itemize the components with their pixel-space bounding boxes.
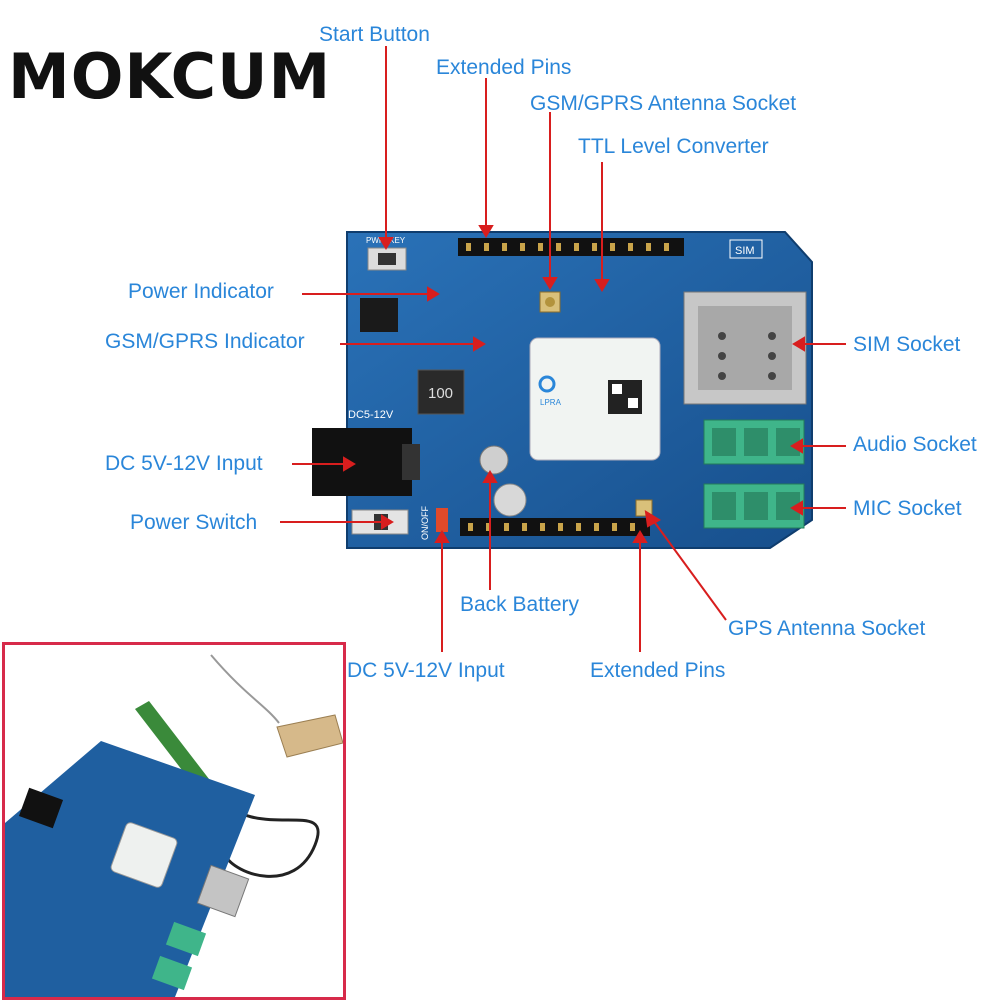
antenna-cable [215, 794, 320, 878]
label-extended-pins-bottom: Extended Pins [590, 659, 726, 682]
brand-logo: MOKCUM [8, 40, 332, 113]
bottom-header [460, 518, 650, 536]
label-back-battery: Back Battery [460, 593, 580, 616]
sim-board-text: SIM [735, 245, 755, 257]
dc-jack-part [312, 428, 412, 496]
label-power-indicator: Power Indicator [128, 280, 274, 303]
label-start-button: Start Button [319, 23, 430, 46]
gps-antenna [276, 714, 343, 758]
on-off-text: ON/OFF [420, 506, 430, 540]
inset-product-photo [2, 642, 346, 1000]
back-battery-part [479, 445, 509, 475]
label-audio-socket: Audio Socket [853, 433, 977, 456]
label-extended-pins-top: Extended Pins [436, 56, 572, 79]
label-sim-socket: SIM Socket [853, 333, 961, 356]
gsm-module [529, 337, 661, 461]
label-gps-antenna-socket: GPS Antenna Socket [728, 617, 926, 640]
label-gsm-gprs-antenna-socket: GSM/GPRS Antenna Socket [530, 92, 797, 115]
inductor-text: 100 [428, 385, 453, 402]
label-dc-input-left: DC 5V-12V Input [105, 452, 263, 475]
dc-board-text: DC5-12V [348, 409, 394, 421]
label-dc-input-bottom: DC 5V-12V Input [347, 659, 505, 682]
label-ttl-level-converter: TTL Level Converter [578, 135, 769, 158]
leader-gps [649, 515, 727, 621]
label-power-switch: Power Switch [130, 511, 258, 534]
inset-illustration [5, 654, 343, 997]
top-header [458, 238, 684, 256]
label-gsm-gprs-indicator: GSM/GPRS Indicator [105, 330, 305, 353]
label-mic-socket: MIC Socket [853, 497, 962, 520]
module-brand: LPRA [540, 398, 562, 407]
